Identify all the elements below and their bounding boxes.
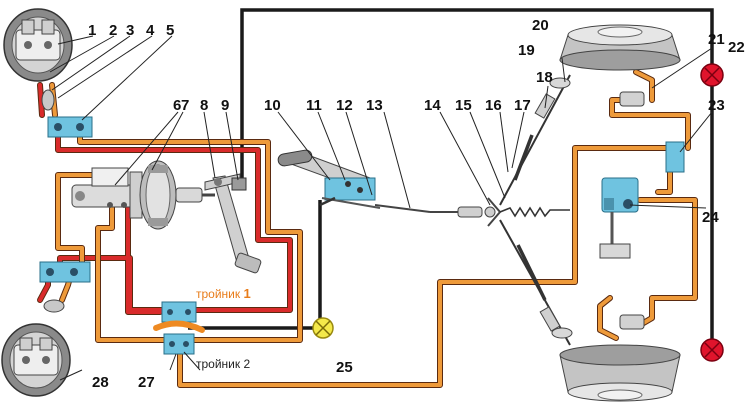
rear-hose-fitting-upper — [619, 91, 645, 107]
rear-light-lower — [700, 338, 724, 362]
rear-tee-fitting — [665, 141, 685, 173]
cable-equalizer — [484, 197, 502, 227]
label-15: 15 — [455, 97, 472, 114]
label-5: 5 — [166, 22, 174, 39]
label-11: 11 — [306, 97, 322, 114]
label-22: 22 — [728, 39, 745, 56]
front-right-brake-caliper — [1, 323, 71, 397]
label-20: 20 — [532, 17, 549, 34]
front-cable — [374, 204, 483, 218]
connector-block-lower — [39, 261, 91, 283]
vacuum-booster — [129, 160, 215, 230]
hose-bracket-front-lower — [43, 299, 65, 313]
label-14: 14 — [424, 97, 441, 114]
tee-highlight-marker — [153, 320, 205, 333]
leader-lines — [49, 35, 713, 381]
rear-hose-fitting-lower — [619, 314, 645, 330]
label-8: 8 — [200, 97, 208, 114]
label-23: 23 — [708, 97, 725, 114]
front-left-brake-caliper — [3, 8, 73, 82]
brake-light-switch — [231, 177, 247, 191]
tee-fitting-2 — [163, 333, 195, 355]
tee-fitting-1 — [161, 301, 197, 323]
label-3: 3 — [126, 22, 134, 39]
hydraulic-circuit-b — [49, 69, 698, 388]
brake-pedal — [204, 173, 262, 274]
rear-right-brake-drum — [559, 344, 681, 402]
label-4: 4 — [146, 22, 155, 39]
warning-lamp-brake-fluid — [312, 317, 334, 339]
pressure-regulator — [599, 177, 639, 259]
label-1: 1 — [88, 22, 96, 39]
handbrake-lever — [277, 149, 381, 209]
tee-1-number: 1 — [243, 286, 250, 301]
label-13: 13 — [366, 97, 383, 114]
tee-1-word: тройник — [196, 287, 241, 301]
label-25: 25 — [336, 359, 353, 376]
tee-1-label: тройник 1 — [196, 286, 251, 301]
master-cylinder — [71, 167, 137, 208]
label-24: 24 — [702, 209, 719, 226]
label-27: 27 — [138, 374, 155, 391]
label-7: 7 — [181, 97, 189, 114]
label-9: 9 — [221, 97, 229, 114]
callout-numbers: 1 2 3 4 5 6 7 8 9 10 11 12 13 14 15 16 1… — [88, 17, 745, 391]
label-16: 16 — [485, 97, 502, 114]
label-17: 17 — [514, 97, 531, 114]
tee-2-label: тройник 2 — [196, 357, 250, 371]
label-18: 18 — [536, 69, 553, 86]
label-21: 21 — [708, 31, 725, 48]
label-10: 10 — [264, 97, 281, 114]
label-2: 2 — [109, 22, 117, 39]
label-28: 28 — [92, 374, 109, 391]
rear-left-brake-drum — [559, 24, 681, 71]
label-6: 6 — [173, 97, 181, 114]
label-12: 12 — [336, 97, 353, 114]
return-spring — [499, 206, 570, 218]
hose-bracket-front-upper — [41, 89, 55, 111]
rear-light-upper — [700, 63, 724, 87]
connector-block-upper — [47, 116, 93, 138]
label-19: 19 — [518, 42, 535, 59]
